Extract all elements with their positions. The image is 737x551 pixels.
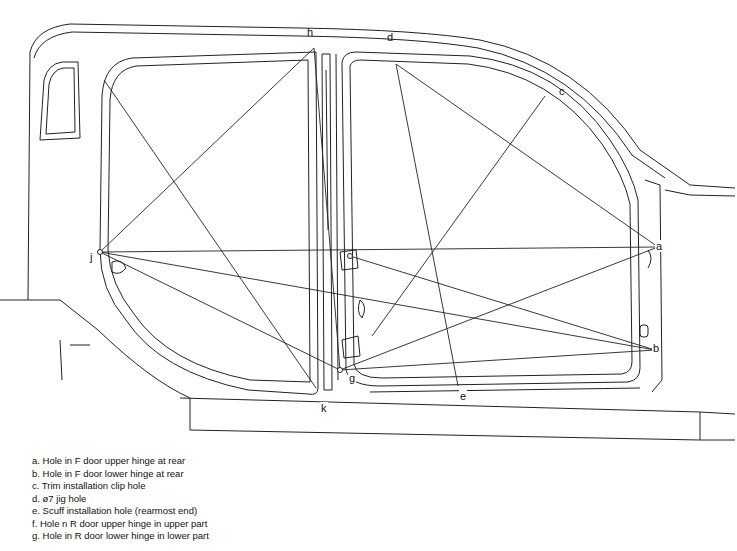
quarter-window — [40, 62, 80, 140]
hinge-plate — [340, 250, 358, 270]
sill-line-lower — [190, 430, 735, 440]
pillar-strip — [322, 54, 332, 390]
hinge-detail — [648, 250, 651, 268]
legend-line: f. Hole n R door upper hinge in upper pa… — [32, 519, 207, 529]
rear-body-line — [28, 52, 30, 300]
point-letter: g — [348, 372, 356, 384]
rear-door-opening — [100, 52, 318, 394]
point-letter: e — [459, 390, 467, 402]
legend-line: c. Trim installation clip hole — [32, 481, 146, 491]
legend-line: a. Hole in F door upper hinge at rear — [32, 456, 185, 466]
legend-line: e. Scuff installation hole (rearmost end… — [32, 506, 197, 516]
point-letter: k — [320, 402, 328, 414]
front-pillar — [645, 180, 662, 392]
point-letter: d — [386, 31, 394, 43]
rear-detail — [60, 340, 90, 380]
rear-door-opening-inner — [108, 60, 310, 382]
point-letter: b — [652, 342, 660, 354]
point-letter: a — [655, 240, 663, 252]
clip-detail — [358, 300, 364, 318]
sill-end — [700, 412, 701, 440]
legend-line: d. ø7 jig hole — [32, 494, 86, 504]
striker-detail — [112, 261, 126, 273]
hole-detail — [640, 325, 648, 337]
measurement-points — [98, 245, 661, 373]
front-door-opening — [342, 52, 640, 386]
scuff-line — [370, 388, 640, 392]
body-outline-inner — [34, 32, 665, 178]
body-outline — [30, 24, 735, 188]
measurement-lines — [100, 48, 658, 388]
point-letter: j — [89, 251, 93, 263]
point-letter: c — [558, 85, 566, 97]
rear-wheel-arch — [0, 300, 190, 430]
legend-line: b. Hole in F door lower hinge at rear — [32, 469, 184, 479]
quarter-window-inner — [46, 68, 75, 134]
legend-line: g. Hole in R door lower hinge in lower p… — [32, 531, 209, 541]
point-letter: h — [306, 26, 314, 38]
hinge-plate — [342, 336, 360, 358]
sill-line — [180, 398, 735, 414]
cowl-line — [665, 190, 735, 196]
